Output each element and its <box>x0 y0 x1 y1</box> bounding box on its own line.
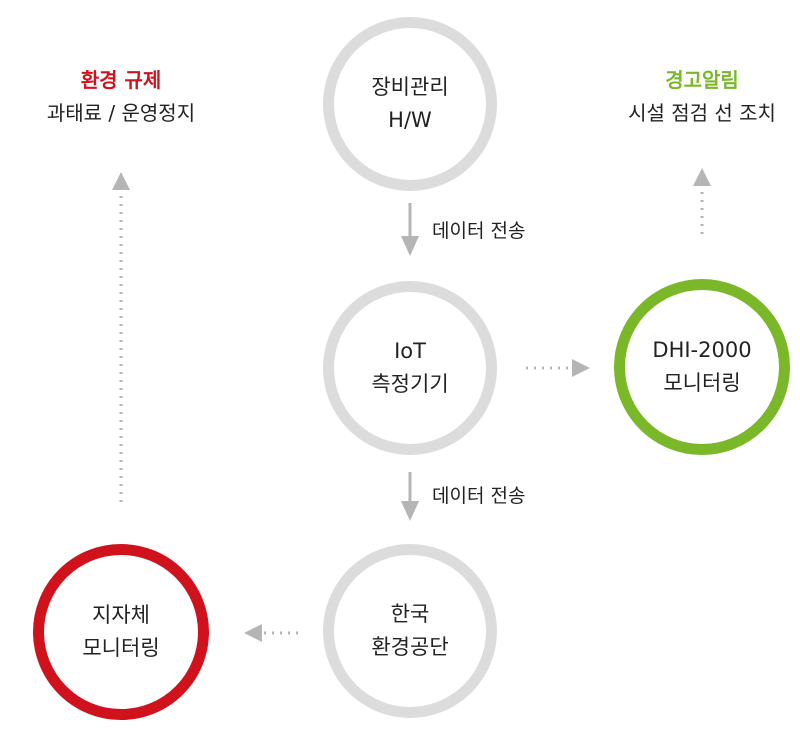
node-dhi: DHI-2000 모니터링 <box>614 279 790 455</box>
node-iot: IoT 측정기기 <box>323 281 497 455</box>
node-kec: 한국 환경공단 <box>323 544 497 718</box>
node-hw-line1: 장비관리 <box>371 75 449 99</box>
arrow-hw-to-iot <box>401 203 419 256</box>
alarm-subtitle: 시설 점검 선 조치 <box>628 101 776 125</box>
edge-label-hw-to-iot: 데이터 전송 <box>432 220 526 242</box>
alarm-note: 경고알림 시설 점검 선 조치 <box>594 64 800 130</box>
edge-label-iot-to-kec: 데이터 전송 <box>432 485 526 507</box>
node-hw: 장비관리 H/W <box>323 17 497 191</box>
arrow-iot-to-dhi <box>526 359 590 377</box>
regulation-subtitle: 과태료 / 운영정지 <box>46 101 196 125</box>
arrow-iot-to-kec <box>401 472 419 521</box>
node-iot-line2: 측정기기 <box>371 372 449 396</box>
regulation-note: 환경 규제 과태료 / 운영정지 <box>10 64 232 130</box>
node-local-line2: 모니터링 <box>82 636 160 660</box>
arrow-kec-to-local <box>244 624 298 642</box>
arrow-local-to-regulation <box>112 172 130 502</box>
node-hw-line2: H/W <box>388 108 432 132</box>
node-iot-line1: IoT <box>394 339 426 363</box>
node-dhi-line1: DHI-2000 <box>652 338 752 362</box>
alarm-title: 경고알림 <box>665 68 739 92</box>
node-local-line1: 지자체 <box>92 603 150 627</box>
node-dhi-line2: 모니터링 <box>663 371 741 395</box>
node-kec-line2: 환경공단 <box>371 635 449 659</box>
node-local: 지자체 모니터링 <box>33 544 209 720</box>
arrow-dhi-to-alarm <box>693 168 711 234</box>
regulation-title: 환경 규제 <box>80 68 162 92</box>
node-kec-line1: 한국 <box>390 602 430 626</box>
